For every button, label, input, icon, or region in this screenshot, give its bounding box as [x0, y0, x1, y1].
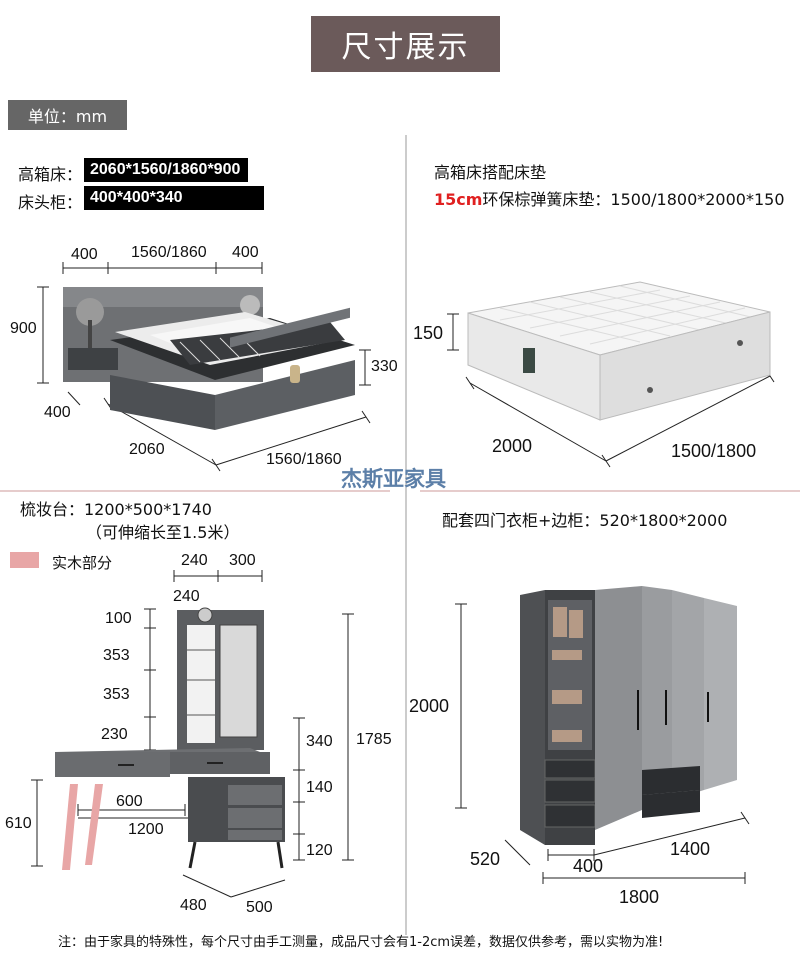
dresser-extend-note: （可伸缩长至1.5米） [86, 523, 240, 542]
mattress-dim-thickness: 150 [413, 323, 444, 343]
dresser-dim-total-height: 1785 [356, 731, 392, 748]
dresser-dim-left-height: 610 [5, 815, 32, 832]
dresser-dim-h4: 230 [101, 726, 128, 743]
bed-size-tag: 2060*1560/1860*900 [84, 158, 249, 182]
bed-dim-length: 2060 [129, 441, 165, 458]
dresser-dim-full-width: 1200 [128, 821, 164, 838]
dresser-dim-h1: 100 [105, 610, 132, 627]
watermark: 杰斯亚家具 [341, 467, 446, 491]
bed-dim-width: 1560/1860 [266, 451, 342, 468]
dresser-dim-top-b: 300 [229, 552, 256, 569]
wardrobe-dim-depth: 520 [470, 849, 501, 869]
dresser-dim-r2: 140 [306, 779, 333, 796]
unit-label: 单位：mm [8, 100, 127, 130]
wardrobe-dim-side: 400 [573, 856, 604, 876]
dresser-dim-depth-a: 480 [180, 897, 207, 914]
solid-wood-legend: 实木部分 [52, 554, 113, 572]
bed-dim-side: 330 [371, 358, 398, 375]
bed-dim-top-mid: 1560/1860 [131, 244, 207, 261]
footer-note: 注：由于家具的特殊性，每个尺寸由手工测量，成品尺寸会有1-2cm误差，数据仅供参… [58, 935, 664, 950]
nightstand-size-tag: 400*400*340 [84, 186, 264, 210]
mattress-spec-text: 环保棕弹簧床垫：1500/1800*2000*150 [482, 190, 785, 209]
dresser-dim-h2: 353 [103, 647, 130, 664]
wardrobe-dim-main: 1400 [670, 839, 711, 859]
dresser-spec: 梳妆台：1200*500*1740 [20, 500, 212, 519]
nightstand-label: 床头柜： [18, 193, 83, 212]
mattress-thickness-highlight: 15cm [434, 190, 483, 209]
bed-dim-nightstand-depth: 400 [44, 404, 71, 421]
mattress-heading: 高箱床搭配床垫 [434, 163, 547, 182]
mattress-spec: 15cm环保棕弹簧床垫：1500/1800*2000*150 [434, 186, 785, 210]
dresser-dim-inner: 600 [116, 793, 143, 810]
solid-wood-swatch [10, 552, 39, 568]
page-title: 尺寸展示 [311, 16, 500, 72]
wardrobe-spec: 配套四门衣柜+边柜：520*1800*2000 [442, 511, 728, 530]
bed-label: 高箱床： [18, 165, 83, 184]
bed-dim-top-left: 400 [71, 246, 98, 263]
dresser-dim-h3: 353 [103, 686, 130, 703]
dresser-dim-r1: 340 [306, 733, 333, 750]
mattress-dim-width: 1500/1800 [671, 441, 757, 461]
bed-dim-top-right: 400 [232, 244, 259, 261]
wardrobe-dim-height: 2000 [409, 696, 450, 716]
bed-dim-height: 900 [10, 320, 37, 337]
mattress-dim-length: 2000 [492, 436, 533, 456]
dresser-dim-depth-b: 500 [246, 899, 273, 916]
dresser-dim-top-a: 240 [181, 552, 208, 569]
dresser-dim-r3: 120 [306, 842, 333, 859]
dresser-dim-shelf-width: 240 [173, 588, 200, 605]
wardrobe-dim-total: 1800 [619, 887, 660, 907]
